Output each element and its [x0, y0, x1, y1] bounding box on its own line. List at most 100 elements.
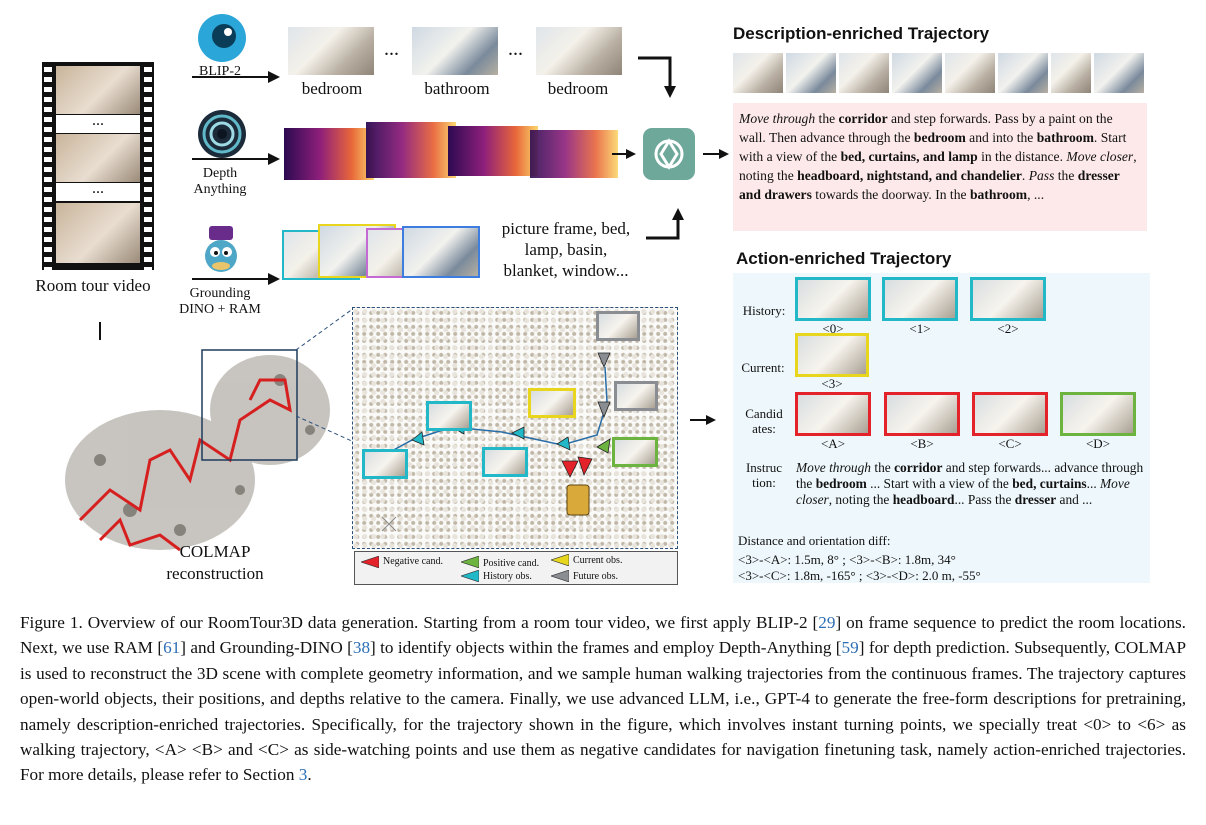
history-id: <2>: [997, 321, 1019, 336]
blip2-label: BLIP-2: [199, 64, 241, 79]
distance-line-2: <3>-<C>: 1.8m, -165° ; <3>-<D>: 2.0 m, -…: [738, 568, 981, 583]
text-segment: corridor: [894, 460, 943, 475]
citation-link[interactable]: 3: [298, 765, 308, 785]
citation-link[interactable]: 59: [841, 638, 859, 658]
video-frame: [56, 134, 140, 182]
text-segment: and ...: [1056, 492, 1093, 507]
trajectory-frame: [1051, 53, 1091, 93]
text-segment: Pass: [1028, 168, 1055, 183]
colmap-pointcloud: [40, 340, 350, 570]
arrow-right-icon: [192, 71, 280, 83]
film-strip: ... ...: [42, 62, 154, 270]
history-label: History:: [742, 303, 786, 318]
future-thumb: [614, 381, 658, 411]
instruction-text: Move through the corridor and step forwa…: [796, 460, 1148, 508]
citation-link[interactable]: 61: [163, 638, 181, 658]
candidate-thumb-d: [1060, 392, 1136, 436]
text-segment: headboard, nightstand, and chandelier: [797, 168, 1022, 183]
text-segment: and step forwards... advance through the: [796, 460, 1144, 491]
text-segment: Move through: [796, 460, 871, 475]
colmap-zoom-panel: [352, 307, 678, 549]
current-thumb-3: [795, 333, 869, 377]
room-frame-photo: [536, 27, 622, 75]
candidate-id: <D>: [1085, 436, 1111, 451]
text-segment: ...: [1086, 476, 1101, 491]
text-segment: towards the doorway. In the: [811, 187, 970, 202]
future-thumb: [596, 311, 640, 341]
legend-positive: Positive cand.: [483, 558, 540, 569]
legend: Negative cand. Positive cand. Current ob…: [354, 551, 678, 585]
arrow-right-icon: [612, 149, 636, 159]
text-segment: Move closer: [1066, 149, 1134, 164]
film-holes-left: [44, 62, 52, 270]
gpt-logo-icon: [643, 128, 695, 180]
text-segment: bed, curtains, and lamp: [840, 149, 978, 164]
trajectory-thumb: [482, 447, 528, 477]
citation-link[interactable]: 38: [352, 638, 371, 658]
legend-current: Current obs.: [573, 555, 623, 566]
trajectory-frame: [945, 53, 995, 93]
citation-link[interactable]: 29: [818, 613, 836, 632]
negative-legend-icon: [361, 556, 379, 568]
candidate-id: <B>: [910, 436, 934, 451]
trajectory-frame: [892, 53, 942, 93]
trajectory-overlay: [367, 352, 611, 532]
text-segment: , noting the: [739, 149, 1137, 183]
room-frame-photo: [412, 27, 498, 75]
text-segment: in the distance.: [977, 149, 1067, 164]
caption-text: ] for depth prediction. Subsequently, CO…: [20, 638, 1187, 785]
history-thumb-2: [970, 277, 1046, 321]
candidate-id: <A>: [820, 436, 846, 451]
zoom-connector-lines: [296, 307, 355, 443]
video-frame: [56, 203, 140, 263]
text-segment: corridor: [838, 111, 888, 126]
trajectory-frame: [733, 53, 783, 93]
film-holes-right: [144, 62, 152, 270]
distance-title: Distance and orientation diff:: [738, 533, 891, 548]
trajectory-frame: [1094, 53, 1144, 93]
text-segment: dresser: [1014, 492, 1057, 507]
text-segment: and step forwards. Pass by a paint on th…: [739, 111, 1113, 145]
detected-objects-text: picture frame, bed, lamp, basin, blanket…: [501, 219, 631, 280]
history-thumb-1: [882, 277, 958, 321]
video-frame: [56, 66, 140, 114]
history-thumb-0: [795, 277, 871, 321]
depth-anything-icon: [198, 110, 246, 158]
current-label: Current:: [741, 360, 785, 375]
caption-text: ] on frame sequence to predict the room …: [20, 613, 1186, 658]
text-segment: dresser and drawers: [739, 168, 1120, 202]
text-segment: the: [871, 460, 895, 475]
future-legend-icon: [551, 570, 569, 582]
description-text: Move through the corridor and step forwa…: [733, 103, 1147, 231]
text-segment: bathroom: [1036, 130, 1094, 145]
instruction-label: Instruc tion:: [745, 460, 783, 490]
text-segment: ... Pass the: [954, 492, 1015, 507]
text-segment: the: [815, 111, 839, 126]
action-title: Action-enriched Trajectory: [736, 249, 952, 268]
positive-legend-icon: [461, 556, 479, 568]
bracket-arrow-down-icon: [638, 56, 676, 98]
gpt-knot-icon: [654, 138, 684, 170]
text-segment: , noting the: [828, 492, 893, 507]
text-segment: ... Start with a view of the: [866, 476, 1013, 491]
history-id: <0>: [822, 321, 844, 336]
candidate-thumb-a: [795, 392, 871, 436]
caption-text: .: [307, 765, 312, 785]
room-label: bedroom: [547, 79, 609, 98]
caption-text: ] to identify objects within the frames …: [370, 638, 842, 658]
history-id: <1>: [909, 321, 931, 336]
legend-history: History obs.: [483, 571, 532, 582]
text-segment: Move closer: [796, 476, 1130, 507]
current-thumb: [528, 388, 576, 418]
depth-map: [284, 128, 374, 180]
depth-map: [448, 126, 538, 176]
caption-text: ] and Grounding-DINO [: [180, 638, 353, 658]
text-segment: headboard: [892, 492, 955, 507]
caption-text: Figure 1. Overview of our RoomTour3D dat…: [20, 613, 819, 632]
trajectory-thumb: [426, 401, 472, 431]
room-label: bedroom: [301, 79, 363, 98]
arrow-right-icon: [690, 415, 716, 425]
bracket-arrow-up-icon: [646, 208, 684, 240]
text-segment: bedroom: [913, 130, 966, 145]
text-segment: bedroom: [815, 476, 867, 491]
